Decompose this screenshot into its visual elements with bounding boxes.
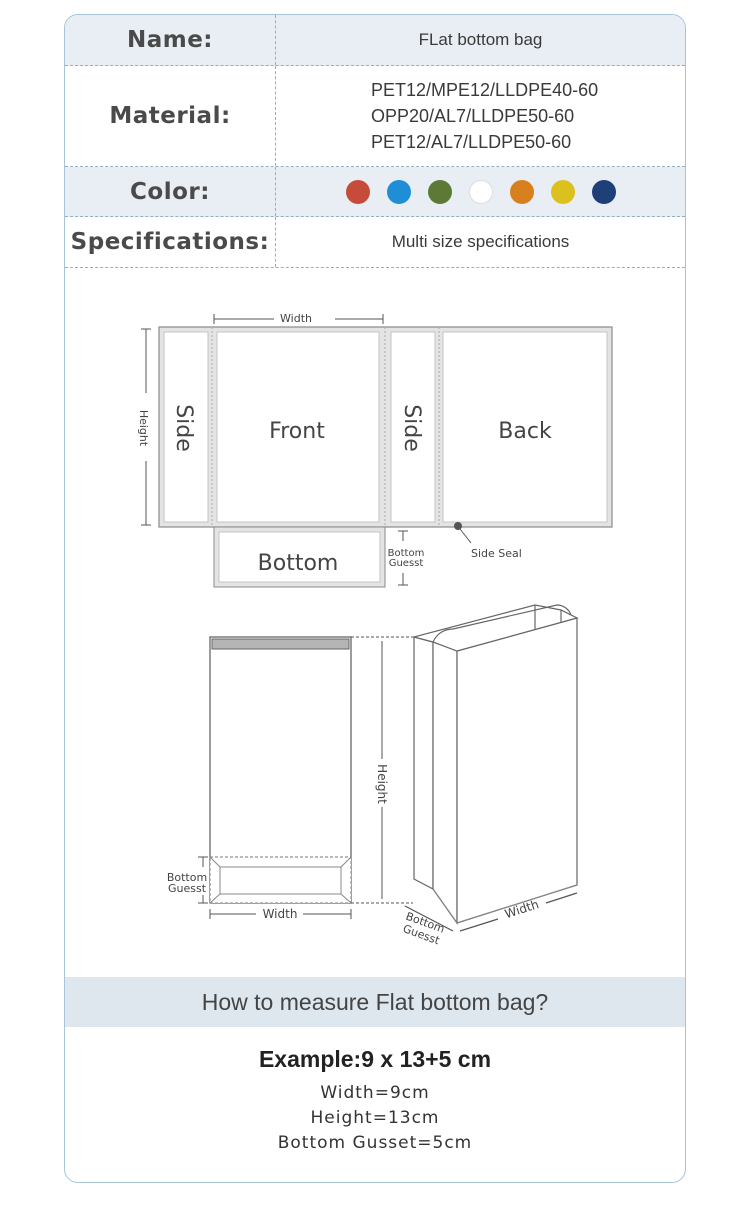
bag-height-label: Height: [375, 764, 389, 804]
color-swatch: [509, 179, 534, 204]
gusset-label: Guesst: [389, 558, 424, 569]
color-label: Color:: [65, 167, 276, 216]
example-height: Height=13cm: [310, 1108, 440, 1128]
measure-banner: How to measure Flat bottom bag?: [65, 977, 685, 1027]
name-value: FLat bottom bag: [418, 30, 543, 49]
material-line: PET12/MPE12/LLDPE40-60: [371, 80, 599, 100]
gusset-label: Bottom: [388, 548, 425, 559]
color-swatches: [276, 167, 685, 216]
color-swatch: [550, 179, 575, 204]
material-line: OPP20/AL7/LLDPE50-60: [371, 106, 575, 126]
spec-label: Specifications:: [65, 217, 276, 267]
flat-layout-diagram: [141, 314, 613, 588]
color-swatch: [386, 179, 411, 204]
material-label: Material:: [65, 66, 276, 166]
spec-value: Multi size specifications: [391, 232, 570, 251]
front-panel-label: Front: [269, 419, 325, 444]
color-row: Color:: [65, 167, 685, 217]
color-swatch: [468, 179, 493, 204]
back-panel-label: Back: [498, 419, 552, 444]
side-panel-label: Side: [399, 404, 424, 452]
spec-row: Specifications: Multi size specification…: [65, 217, 685, 268]
bag-measurement-diagrams: Width Height Side Front Side Back Bottom…: [137, 312, 613, 948]
bag-gusset-label: Bottom: [167, 871, 207, 884]
flat-width-label: Width: [280, 312, 312, 325]
bag-gusset-label: Guesst: [168, 882, 207, 895]
color-swatch: [345, 179, 370, 204]
color-swatch: [427, 179, 452, 204]
example-title: Example:9 x 13+5 cm: [258, 1046, 492, 1072]
material-row: Material: PET12/MPE12/LLDPE40-60 OPP20/A…: [65, 66, 685, 167]
color-swatch: [591, 179, 616, 204]
material-line: PET12/AL7/LLDPE50-60: [371, 132, 572, 152]
name-row: Name: FLat bottom bag: [65, 15, 685, 66]
side-panel-label: Side: [171, 404, 196, 452]
product-spec-card: Name: FLat bottom bag Material: PET12/MP…: [64, 14, 686, 1183]
bottom-panel-label: Bottom: [258, 551, 339, 576]
perspective-bag-diagram: [404, 604, 579, 932]
flat-height-label: Height: [137, 410, 150, 447]
name-label: Name:: [65, 15, 276, 65]
front-bag-diagram: [198, 636, 413, 919]
bag-width-label: Width: [263, 907, 298, 921]
example-gusset: Bottom Gusset=5cm: [277, 1133, 473, 1153]
side-seal-label: Side Seal: [471, 547, 522, 560]
material-values: PET12/MPE12/LLDPE40-60 OPP20/AL7/LLDPE50…: [276, 66, 685, 166]
example-width: Width=9cm: [320, 1083, 430, 1103]
